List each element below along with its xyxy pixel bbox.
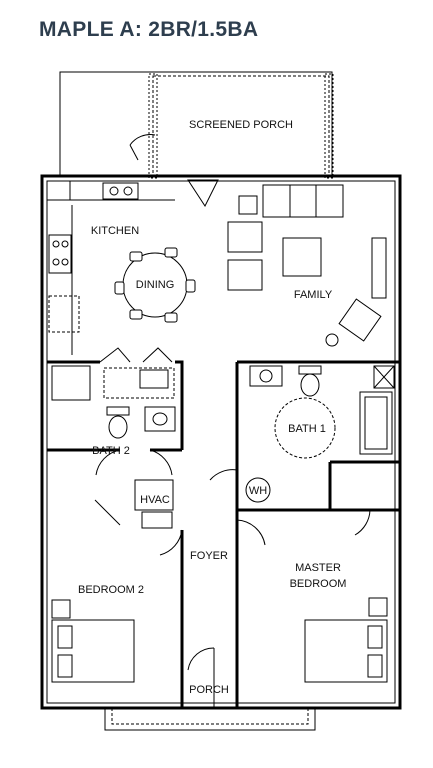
screened-porch-area (59, 71, 334, 179)
exterior-walls (40, 174, 402, 710)
family-furniture (227, 184, 387, 347)
label-kitchen: KITCHEN (91, 225, 139, 237)
label-master-line1: MASTER (295, 562, 341, 574)
kitchen-counters (47, 181, 175, 355)
label-screened-porch: SCREENED PORCH (189, 119, 293, 131)
interior-walls (47, 360, 400, 708)
label-bedroom2: BEDROOM 2 (78, 584, 144, 596)
label-wh: WH (249, 485, 267, 497)
label-bath2: BATH 2 (92, 445, 130, 457)
label-bath1: BATH 1 (288, 423, 326, 435)
bath1-fixtures (245, 365, 395, 503)
hall-doors (94, 449, 371, 556)
porch-door (187, 179, 219, 208)
front-porch (104, 647, 316, 731)
label-hvac: HVAC (140, 494, 170, 506)
dining-table (114, 247, 196, 323)
closets (99, 347, 175, 399)
plan-title: MAPLE A: 2BR/1.5BA (39, 18, 259, 41)
bath2-fixtures (51, 365, 176, 439)
master-bed (304, 597, 388, 683)
label-master-line2: BEDROOM (290, 578, 347, 590)
label-foyer: FOYER (190, 550, 228, 562)
label-dining: DINING (136, 279, 175, 291)
label-family: FAMILY (294, 289, 333, 301)
bedroom2-bed (51, 599, 135, 683)
label-porch: PORCH (189, 684, 229, 696)
